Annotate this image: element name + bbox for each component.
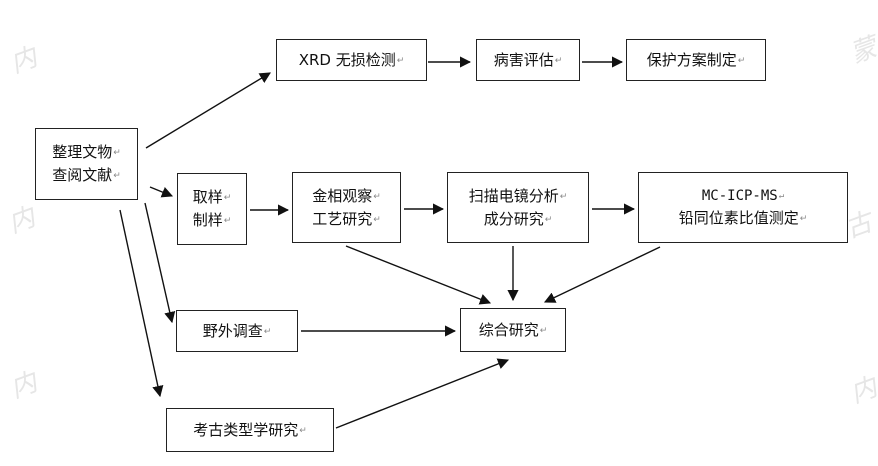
arrow-metallography-to-synthesis <box>345 245 492 305</box>
node-xrd: XRD 无损检测 <box>276 39 427 81</box>
node-label: 野外调查 <box>203 320 272 343</box>
node-label: 考古类型学研究 <box>193 419 307 442</box>
node-icpms: MC-ICP-MS 铅同位素比值测定 <box>638 172 848 243</box>
node-label: 整理文物 <box>52 141 121 164</box>
node-label: 综合研究 <box>479 319 548 342</box>
arrow-icpms-to-synthesis <box>543 246 661 303</box>
node-protection-plan: 保护方案制定 <box>626 39 766 81</box>
arrow-collect-to-xrd <box>145 72 271 149</box>
node-label: 金相观察 <box>312 185 381 208</box>
node-label: 保护方案制定 <box>647 49 746 72</box>
node-label: 取样 <box>193 186 232 209</box>
arrow-collect-to-sampling <box>149 186 174 198</box>
node-label: 病害评估 <box>494 49 563 72</box>
node-label: MC-ICP-MS <box>702 185 784 207</box>
node-metallography: 金相观察 工艺研究 <box>292 172 401 243</box>
node-label: 扫描电镜分析 <box>469 185 568 208</box>
arrow-typology-to-synthesis <box>335 358 510 429</box>
node-label: 铅同位素比值测定 <box>679 207 808 230</box>
node-disease-assessment: 病害评估 <box>476 39 580 81</box>
node-collect-artifacts: 整理文物 查阅文献 <box>35 128 138 200</box>
node-synthesis: 综合研究 <box>460 308 566 352</box>
node-typology: 考古类型学研究 <box>166 408 334 452</box>
node-label: XRD 无损检测 <box>299 49 405 72</box>
node-label: 工艺研究 <box>312 208 381 231</box>
node-label: 成分研究 <box>484 208 553 231</box>
node-label: 查阅文献 <box>52 164 121 187</box>
arrow-collect-to-field <box>144 202 176 324</box>
node-sampling: 取样 制样 <box>177 173 247 245</box>
node-field-survey: 野外调查 <box>176 310 298 352</box>
arrow-collect-to-typology <box>119 209 164 398</box>
node-label: 制样 <box>193 209 232 232</box>
node-sem-analysis: 扫描电镜分析 成分研究 <box>447 172 589 243</box>
